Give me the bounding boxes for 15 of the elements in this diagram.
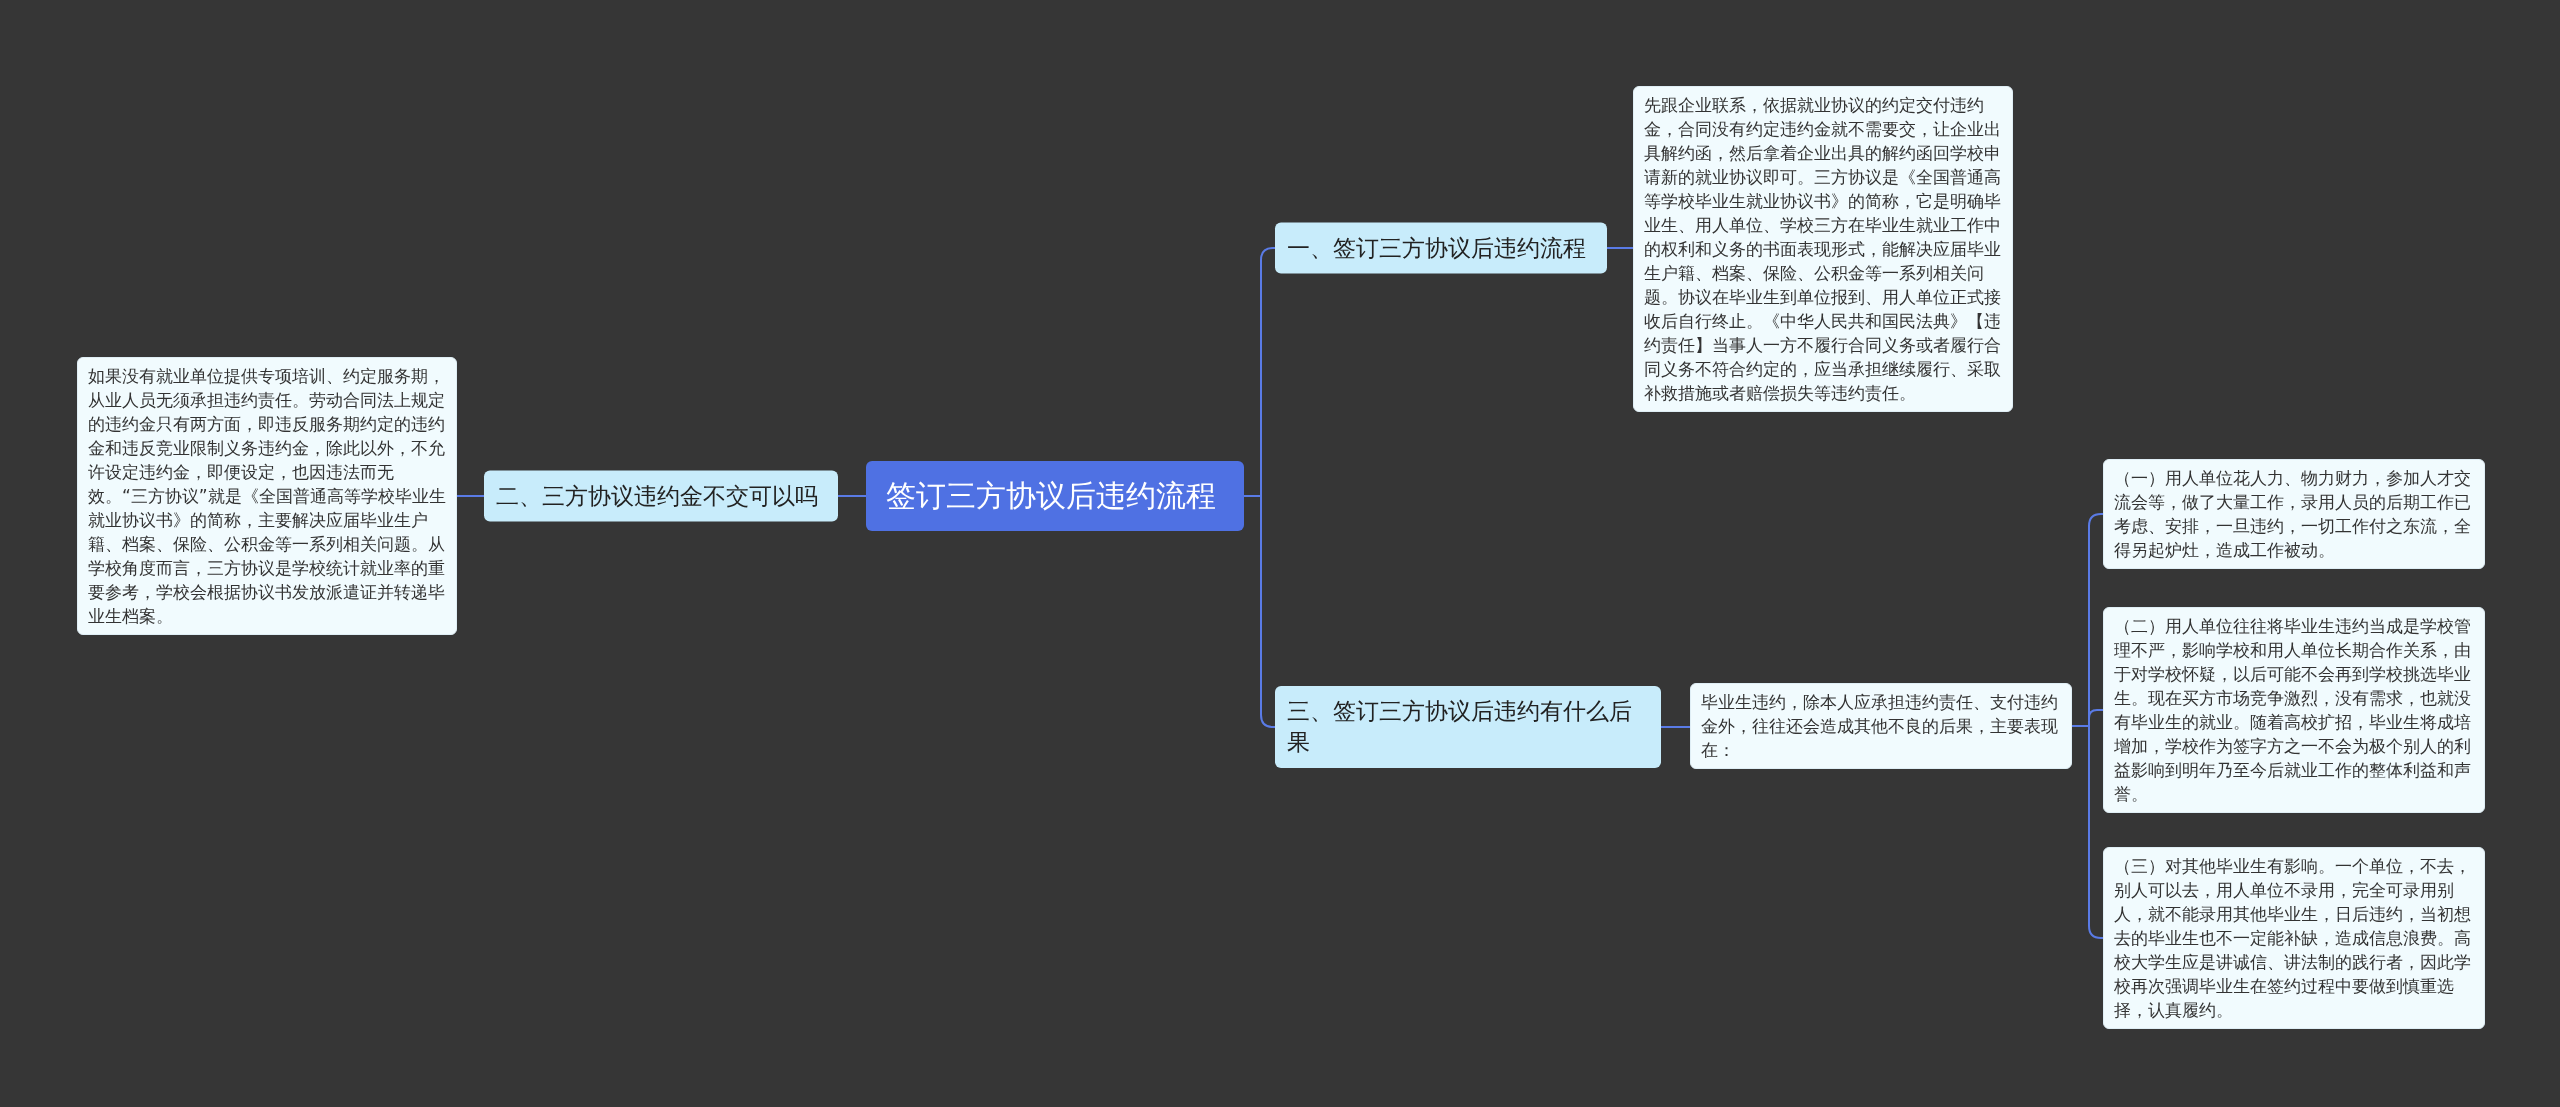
topic-box: 三、签订三方协议后违约有什么后果 (1275, 686, 1661, 768)
note-box: （二）用人单位往往将毕业生违约当成是学校管理不严，影响学校和用人单位长期合作关系，由于对学校怀疑，以后可能不会再到学校挑选毕业生。现在买方市场竞争激烈，没有需求，也就没有毕业生的就业。随着高校扩招，毕业生将成培增加，学校作为签字方之一不会为极个别人的利益影响到明年乃至今后就业工作的整体利益和声誉。 (2103, 607, 2485, 813)
topic-box: 二、三方协议违约金不交可以吗 (484, 470, 838, 522)
note-box: 先跟企业联系，依据就业协议的约定交付违约金，合同没有约定违约金就不需要交，让企业出具解约函，然后拿着企业出具的解约函回学校申请新的就业协议即可。三方协议是《全国普通高等学校毕业生就业协议书》的简称，它是明确毕业生、用人单位、学校三方在毕业生就业工作中的权利和义务的书面表现形式，能解决应届毕业生户籍、档案、保险、公积金等一系列相关问题。协议在毕业生到单位报到、用人单位正式接收后自行终止。《中华人民共和国民法典》【违约责任】当事人一方不履行合同义务或者履行合同义务不符合约定的，应当承担继续履行、采取补救措施或者赔偿损失等违约责任。 (1633, 86, 2013, 412)
connector-line (2071, 513, 2104, 939)
connector-line (837, 495, 867, 497)
note-box: 如果没有就业单位提供专项培训、约定服务期，从业人员无须承担违约责任。劳动合同法上规定的违约金只有两方面，即违反服务期约定的违约金和违反竞业限制义务违约金，除此以外，不允许设定违约金，即便设定，也因违法而无效。“三方协议”就是《全国普通高等学校毕业生就业协议书》的简称，主要解决应届毕业生户籍、档案、保险、公积金等一系列相关问题。从学校角度而言，三方协议是学校统计就业率的重要参考，学校会根据协议书发放派遣证并转递毕业生档案。 (77, 357, 457, 635)
note-box: （三）对其他毕业生有影响。一个单位，不去，别人可以去，用人单位不录用，完全可录用别人，就不能录用其他毕业生，日后违约，当初想去的毕业生也不一定能补缺，造成信息浪费。高校大学生应是讲诚信、讲法制的践行者，因此学校再次强调毕业生在签约过程中要做到慎重选择，认真履约。 (2103, 847, 2485, 1029)
connector-line (1660, 726, 1691, 728)
connector-line (1606, 247, 1634, 249)
connector-line (456, 495, 485, 497)
topic-box: 一、签订三方协议后违约流程 (1275, 222, 1607, 274)
note-box: （一）用人单位花人力、物力财力，参加人才交流会等，做了大量工作，录用人员的后期工作已考虑、安排，一旦违约，一切工作付之东流，全得另起炉灶，造成工作被动。 (2103, 459, 2485, 569)
central-topic-box: 签订三方协议后违约流程 (866, 461, 1244, 531)
note-box: 毕业生违约，除本人应承担违约责任、支付违约金外，往往还会造成其他不良的后果，主要表现在： (1690, 683, 2072, 769)
